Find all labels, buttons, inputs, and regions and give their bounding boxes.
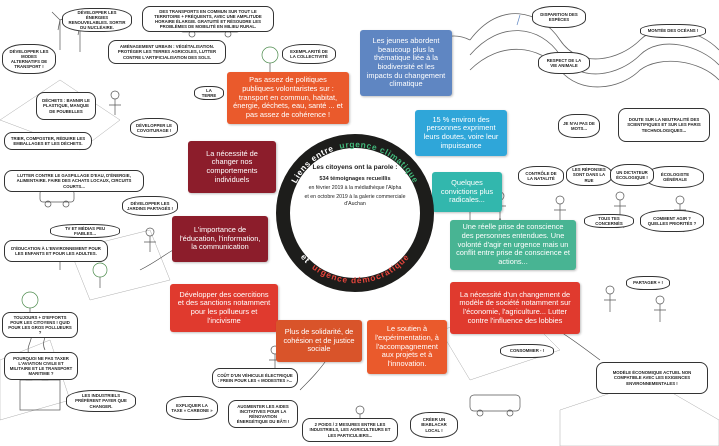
box-politiques-publiques: Pas assez de politiques publiques volont… bbox=[227, 72, 349, 124]
box-changer-comportements: La nécessité de changer nos comportement… bbox=[188, 141, 276, 193]
box-jeunes-biodiversite: Les jeunes abordent beaucoup plus la thé… bbox=[360, 30, 452, 96]
bubble-renovation-energetique: Augmenter les aides incitatives pour la … bbox=[228, 400, 298, 428]
bubble-exemplarite: Exemplarité de la collectivité bbox=[282, 44, 336, 64]
bubble-gros-pollueurs: Toujours + d'efforts pour les citoyens !… bbox=[2, 312, 78, 338]
box-coercitions: Développer des coercitions et des sancti… bbox=[170, 284, 278, 332]
bubble-disparition-especes: Disparition des espèces bbox=[532, 6, 586, 28]
bubble-biablacar: Créer un Biablacar local ! bbox=[410, 412, 458, 438]
bubble-partager-plus: Partager + ! bbox=[626, 276, 670, 290]
bubble-respect-vie-animale: Respect de la vie animale bbox=[538, 52, 590, 74]
bubble-ecologiste-generale: Écologiste générale bbox=[646, 166, 704, 188]
center-title: Les citoyens ont la parole : bbox=[312, 164, 398, 171]
center-line-1: en février 2019 à la médiathèque l'Alpha bbox=[308, 184, 402, 191]
box-impuissance: 15 % environ des personnes expriment leu… bbox=[415, 110, 507, 156]
bubble-comment-agir: Comment agir ? Quelles priorités ? bbox=[640, 210, 704, 232]
bubble-covoiturage: Développer le covoiturage ! bbox=[130, 118, 178, 138]
box-soutien: Le soutien à l'expérimentation, à l'acco… bbox=[367, 320, 447, 374]
bubble-doute-scientifiques: Doute sur la neutralité des scientifique… bbox=[618, 108, 710, 142]
bubble-amenagement-urbain: Aménagement urbain : végétalisation. Pro… bbox=[108, 40, 226, 64]
bubble-industriels-payer: Les industriels préfèrent payer que chan… bbox=[66, 390, 136, 412]
center-count: 534 témoignages recueillis bbox=[319, 175, 391, 182]
bubble-taxe-carbone: Expliquer la taxe « carbone » bbox=[166, 396, 218, 420]
box-convictions-radicales: Quelques convictions plus radicales... bbox=[432, 172, 502, 212]
box-prise-de-conscience: Une réelle prise de conscience des perso… bbox=[450, 220, 576, 270]
bubble-modes-alternatifs: Développer les modes alternatifs de tran… bbox=[2, 44, 56, 74]
bubble-dictateur-ecologique: Un dictateur écologique ! bbox=[610, 164, 654, 186]
bubble-vehicule-electrique: Coût d'un véhicule électrique : frein po… bbox=[212, 368, 298, 388]
bubble-gaspillage: Lutter contre le gaspillage d'eau, d'éne… bbox=[4, 170, 144, 192]
bubble-transports-commun: Des transports en commun sur tout le ter… bbox=[142, 6, 274, 32]
bubble-tous-concernes: Tous tes concernés bbox=[584, 214, 634, 228]
bubble-montee-oceans: Montée des océans ! bbox=[640, 24, 706, 38]
bubble-trier-composter: Trier, composter, réduire les emballages… bbox=[4, 132, 92, 150]
bubble-deux-poids: 2 poids / 2 mesures entre les industriel… bbox=[302, 418, 398, 442]
bubble-pas-de-mots: Je n'ai pas de mots... bbox=[558, 114, 600, 138]
bubble-energies-renouvelables: Développer les énergies renouvelables. S… bbox=[62, 8, 132, 32]
bubble-education-environnement: D'éducation à l'environnement pour les e… bbox=[4, 240, 108, 262]
bubble-la-terre: La terre bbox=[194, 86, 224, 100]
center-content: Les citoyens ont la parole : 534 témoign… bbox=[292, 150, 418, 276]
box-solidarite: Plus de solidarité, de cohésion et de ju… bbox=[276, 320, 362, 362]
bubble-dechets-plastique: Déchets : bannir le plastique, manque de… bbox=[36, 92, 96, 120]
bubble-consommer-moins: Consommer - ! bbox=[500, 344, 554, 358]
center-line-2: et en octobre 2019 à la galerie commerci… bbox=[304, 194, 406, 207]
bubble-jardins-partages: Développer les jardins partagés ! bbox=[122, 196, 178, 216]
bubble-tv-medias: TV et médias peu fiables... bbox=[50, 224, 120, 238]
box-modele-societe: La nécessité d'un changement de modèle d… bbox=[450, 282, 580, 334]
bubble-taxer-aviation: Pourquoi ne pas taxer l'aviation civile … bbox=[4, 352, 78, 380]
bubble-modele-economique: Modèle économique actuel non compatible … bbox=[596, 362, 708, 394]
box-education: L'importance de l'éducation, l'informati… bbox=[172, 216, 268, 262]
bubble-controle-natalite: Contrôle de la natalité bbox=[518, 166, 564, 186]
